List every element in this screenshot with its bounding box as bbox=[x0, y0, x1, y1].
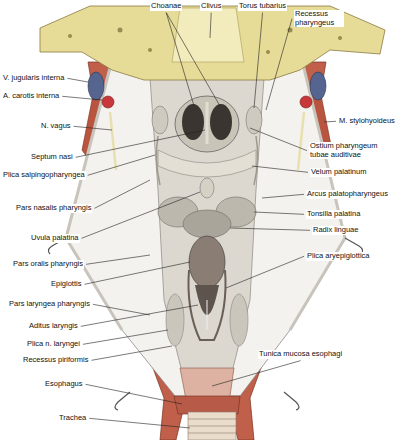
leader-line bbox=[82, 192, 200, 238]
bone-texture bbox=[266, 50, 270, 54]
leader-line bbox=[89, 418, 190, 428]
clivus bbox=[172, 8, 244, 62]
part-label: Pars laryngea pharyngis bbox=[8, 300, 91, 309]
leader-line bbox=[86, 255, 150, 264]
part-label: Septum nasi bbox=[30, 153, 74, 162]
leader-line bbox=[212, 361, 301, 386]
part-label: Recessus pharyngeus bbox=[294, 10, 344, 27]
skull-base bbox=[40, 6, 385, 80]
part-label: Trachea bbox=[58, 414, 87, 423]
part-label: Recessus piriformis bbox=[22, 356, 89, 365]
inlet-highlight bbox=[207, 300, 208, 330]
jugular-vein bbox=[88, 72, 104, 100]
part-label: Tonsilla palatina bbox=[306, 210, 361, 219]
leader-line bbox=[93, 304, 150, 315]
carotid-artery bbox=[300, 96, 312, 108]
part-label: Tunica mucosa esophagi bbox=[258, 350, 343, 359]
part-label: Choanae bbox=[150, 2, 182, 11]
leader-line bbox=[86, 384, 182, 404]
part-label: Epiglottis bbox=[50, 280, 82, 289]
leader-line bbox=[83, 330, 168, 344]
part-label: Radix linguae bbox=[312, 226, 359, 235]
carotid-artery bbox=[102, 96, 114, 108]
nasal-septum bbox=[206, 102, 209, 144]
mucosa-flap bbox=[66, 60, 345, 396]
leader-line bbox=[226, 256, 304, 288]
part-label: V. jugularis interna bbox=[2, 74, 65, 83]
part-label: M. stylohyoideus bbox=[338, 117, 396, 126]
leader-line bbox=[166, 13, 194, 106]
leader-line bbox=[250, 128, 307, 151]
part-label: A. carotis interna bbox=[2, 92, 60, 101]
leader-line bbox=[67, 78, 88, 82]
epiglottis bbox=[189, 236, 225, 288]
retraction-hook bbox=[284, 392, 299, 410]
esophagus-wall bbox=[174, 396, 240, 414]
part-label: Arcus palatopharyngeus bbox=[306, 190, 389, 199]
tracheal-ring bbox=[188, 419, 236, 420]
leader-line bbox=[91, 346, 172, 360]
vagus-nerve bbox=[298, 112, 304, 170]
leader-line bbox=[254, 13, 263, 108]
leader-line bbox=[84, 262, 190, 284]
part-label: Plica salpingopharyngea bbox=[2, 171, 86, 180]
tracheal-ring bbox=[188, 433, 236, 434]
leader-line bbox=[76, 130, 205, 157]
mucosa-fold bbox=[66, 60, 122, 330]
tracheal-ring bbox=[188, 426, 236, 427]
part-label: Plica aryepiglottica bbox=[306, 252, 371, 261]
soft-palate bbox=[158, 150, 256, 177]
bone-texture bbox=[68, 34, 72, 38]
leader-line bbox=[324, 121, 336, 123]
part-label: Aditus laryngis bbox=[28, 322, 79, 331]
part-label: Pars oralis pharyngis bbox=[12, 260, 84, 269]
leader-line bbox=[262, 194, 304, 198]
torus-tubarius bbox=[152, 106, 168, 134]
leader-line bbox=[266, 19, 292, 110]
choanae-frame bbox=[175, 96, 239, 152]
choana bbox=[210, 104, 232, 140]
part-label: Plica n. laryngei bbox=[26, 340, 81, 349]
leader-line bbox=[210, 13, 211, 38]
vagus-nerve bbox=[110, 112, 116, 170]
trachea bbox=[188, 412, 236, 440]
part-label: N. vagus bbox=[40, 122, 72, 131]
part-label: Esophagus bbox=[44, 380, 84, 389]
leader-line bbox=[62, 96, 102, 100]
choana bbox=[182, 104, 204, 140]
leader-line bbox=[74, 126, 112, 130]
leader-line bbox=[252, 166, 308, 172]
uvula bbox=[200, 178, 214, 198]
leader-line bbox=[81, 305, 198, 326]
piriform-recess bbox=[166, 294, 184, 346]
part-label: Uvula palatina bbox=[30, 234, 80, 243]
leader-line bbox=[88, 155, 155, 175]
aryepiglottic-fold bbox=[188, 270, 225, 340]
bone-texture bbox=[338, 36, 342, 40]
bone-texture bbox=[118, 28, 123, 33]
part-label: Clivus bbox=[200, 2, 222, 11]
part-label: Ostium pharyngeum tubae auditivae bbox=[309, 142, 399, 159]
pharyngeal-cavity bbox=[150, 78, 264, 372]
retraction-hook bbox=[115, 392, 130, 410]
piriform-recess bbox=[230, 294, 248, 346]
leader-line bbox=[254, 212, 304, 214]
bone-texture bbox=[148, 48, 152, 52]
part-label: Torus tubarius bbox=[238, 2, 287, 11]
tongue-root bbox=[183, 210, 231, 238]
leader-line bbox=[94, 180, 150, 208]
part-label: Pars nasalis pharyngis bbox=[15, 204, 92, 213]
leader-line bbox=[230, 228, 310, 230]
part-label: Velum palatinum bbox=[310, 168, 367, 177]
leader-line bbox=[166, 13, 220, 106]
jugular-vein bbox=[310, 72, 326, 100]
